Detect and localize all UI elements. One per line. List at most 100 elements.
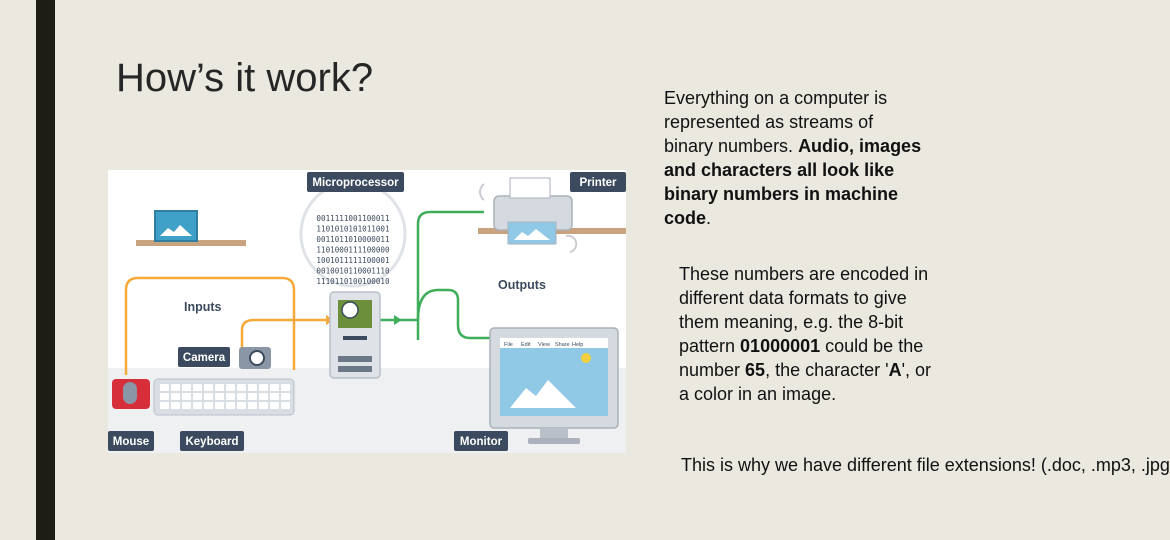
keyboard-key [171,402,180,409]
binary-stream: 0011111001100011 110101010101100100110110… [316,214,390,286]
printed-image-shape [514,229,550,240]
keyboard-key [193,384,202,391]
keyboard-key [226,393,235,400]
left-shelf [136,240,246,246]
keyboard-key [281,393,290,400]
encoding-text-3: , the character ' [765,360,889,380]
file-extension-paragraph: This is why we have different file exten… [681,455,1170,475]
keyboard-key [182,402,191,409]
keyboard-key [171,384,180,391]
keyboard-key [248,393,257,400]
keyboard-key [204,393,213,400]
bit-pattern: 01000001 [740,336,821,356]
keyboard-key [281,384,290,391]
keyboard-key [204,384,213,391]
keyboard-key [226,384,235,391]
printer-label: Printer [579,177,617,189]
monitor-label: Monitor [460,436,503,448]
intro-period: . [706,208,712,228]
character-value: A [888,360,902,380]
keyboard-key [237,384,246,391]
keyboard-key [204,402,213,409]
camera-tag: Camera [178,347,230,367]
slide-title: How’s it work? [116,56,374,100]
keyboard-key [182,393,191,400]
keyboard-key [281,402,290,409]
intro-paragraph: Everything on a computer is represented … [664,86,924,230]
keyboard-keys [160,384,290,409]
mouse-label: Mouse [113,436,149,448]
keyboard-key [226,402,235,409]
keyboard-key [259,402,268,409]
keyboard-key [270,384,279,391]
keyboard-key [270,402,279,409]
keyboard-key [215,384,224,391]
encoding-text-4: ', or a color in an image. [679,360,932,404]
framed-picture [154,210,198,242]
keyboard-key [248,384,257,391]
magnifier-icon [341,301,359,319]
screen-image-shape [510,380,576,408]
tower-vent [338,366,372,372]
left-accent-bar [36,0,55,540]
monitor-tag: Monitor [454,431,508,451]
opera-house-shape [160,225,192,236]
screen-menu-bar [500,338,608,348]
binary-line: 1001011111100001 [316,256,390,265]
keyboard-key [160,384,169,391]
keyboard-key [171,393,180,400]
keyboard-key [270,393,279,400]
keyboard-key [259,384,268,391]
screen-menu-item: View [538,342,550,348]
keyboard-label: Keyboard [185,436,238,448]
drive-bay [343,336,367,340]
outputs-label: Outputs [498,278,546,292]
keyboard-key [182,384,191,391]
screen-menu-item: Share [555,342,570,348]
binary-line: 1101000111100000 [316,246,390,255]
printer-paper-in [509,177,551,199]
camera-lens-icon [249,350,265,366]
microprocessor-label: Microprocessor [312,177,399,189]
input-wires [124,276,326,375]
binary-line: 0011011010000011 [316,235,390,244]
sun-icon [581,353,591,363]
encoding-text-2: could be the number [679,336,924,380]
screen-menu-item: File [504,342,513,348]
intro-bold-text: Audio, images and characters all look li… [664,136,922,228]
printer-tag: Printer [570,172,626,192]
keyboard-key [193,393,202,400]
keyboard-key [237,402,246,409]
binary-line: 0010010110001110 [316,267,390,276]
mouse-tag: Mouse [108,431,154,451]
encoding-text-1: These numbers are encoded in different d… [679,264,929,356]
mouse-icon [123,382,137,404]
wifi-wave-icon [565,234,578,253]
keyboard-key [215,402,224,409]
binary-line: 1101010101011001 [316,225,390,234]
keyboard-key [215,393,224,400]
tower-vent [338,356,372,362]
screen-menu-item: Edit [521,342,531,348]
binary-line: 0011111001100011 [316,214,390,223]
keyboard-key [160,402,169,409]
encoding-paragraph: These numbers are encoded in different d… [679,262,945,406]
keyboard-key [160,393,169,400]
keyboard-key [259,393,268,400]
output-arrow [394,315,402,325]
inputs-label: Inputs [184,300,222,314]
monitor-stand [540,428,568,440]
wifi-wave-icon [479,183,485,201]
monitor-base [528,438,580,444]
intro-text: Everything on a computer is represented … [664,88,888,156]
camera-label: Camera [183,352,226,364]
keyboard-tag: Keyboard [180,431,244,451]
keyboard-key [193,402,202,409]
keyboard-key [248,402,257,409]
keyboard-key [237,393,246,400]
binary-line: 1110110100100010 [316,277,390,286]
screen-menu-item: Help [572,342,583,348]
microprocessor-tag: Microprocessor [307,172,404,192]
